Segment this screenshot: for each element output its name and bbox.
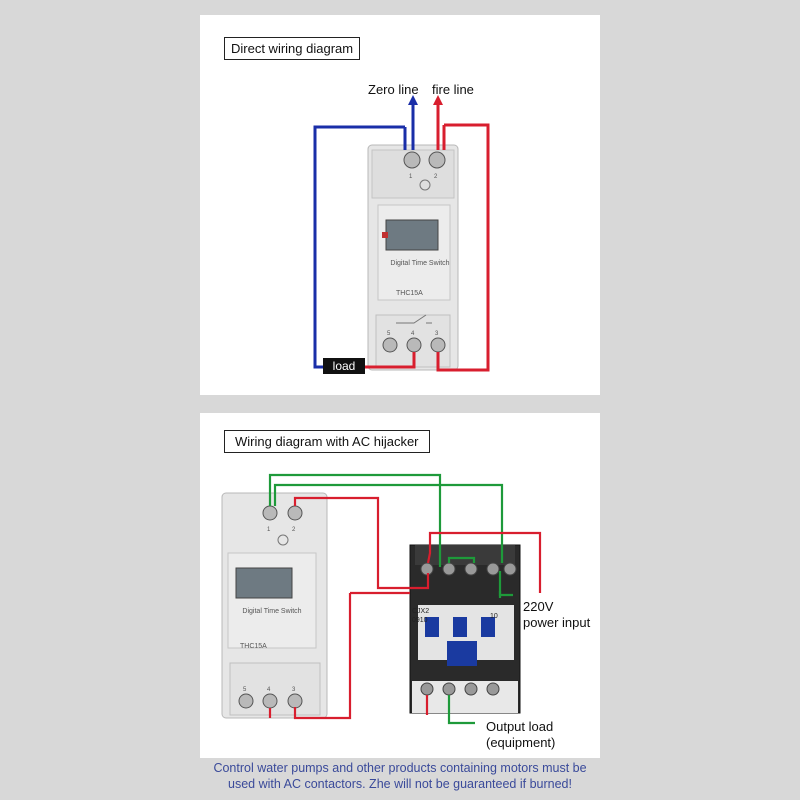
warning-footer: Control water pumps and other products c… [180, 760, 620, 792]
direct-wiring-title: Direct wiring diagram [224, 37, 361, 60]
terminal-4-label: 4 [267, 687, 271, 693]
contactor-model-line2: 0910 [412, 617, 428, 624]
ac-hijacker-panel: Wiring diagram with AC hijacker Digital … [200, 413, 600, 758]
load-to-terminal-4-wire [365, 352, 416, 369]
red-wire-power [426, 531, 542, 593]
zero-line-label: Zero line [368, 82, 419, 97]
terminal-screw [406, 337, 422, 353]
lcd-display [235, 567, 293, 599]
direct-wiring-svg: Digital Time Switch THC15A 1 2 5 4 3 [313, 95, 490, 372]
terminal-screw [382, 337, 398, 353]
time-switch-device: Digital Time Switch THC15A 1 2 5 4 3 [221, 492, 328, 719]
terminal-4-label: 4 [411, 331, 415, 337]
terminal-screw [238, 693, 254, 709]
power-label-text: power input [523, 615, 591, 630]
power-label-voltage: 220V [523, 599, 554, 614]
terminal-2-label: 2 [292, 527, 296, 533]
device-name-text: Digital Time Switch [242, 608, 301, 615]
direct-wiring-panel: Direct wiring diagram Zero line fire lin… [200, 15, 600, 395]
contactor-model-line1: CJX2 [412, 608, 429, 615]
fire-line-label: fire line [432, 82, 474, 97]
output-equipment-label: (equipment) [486, 735, 556, 750]
device-model-text: THC15A [396, 290, 423, 297]
warning-line-1: Control water pumps and other products c… [213, 761, 587, 775]
terminal-screw [262, 505, 278, 521]
time-switch-device: Digital Time Switch THC15A 1 2 5 4 3 [367, 144, 459, 371]
green-output-wire [447, 695, 475, 725]
coil-symbol [419, 179, 431, 191]
terminal-screw [287, 505, 303, 521]
terminal-5-label: 5 [387, 331, 391, 337]
terminal-1-label: 1 [267, 527, 271, 533]
terminal-3-label: 3 [292, 687, 296, 693]
red-wire-terminal-3 [293, 593, 352, 720]
ac-contactor: CJX2 0910 10 [409, 544, 521, 714]
wires [313, 95, 490, 372]
ac-hijacker-svg: Digital Time Switch THC15A 1 2 5 4 3 [221, 473, 542, 725]
load-label: load [323, 358, 365, 374]
device-name-text: Digital Time Switch [390, 260, 449, 267]
device-model-text: THC15A [240, 643, 267, 650]
terminal-5-label: 5 [243, 687, 247, 693]
green-wire-a2 [273, 483, 504, 563]
terminal-screw [287, 693, 303, 709]
warning-line-2: used with AC contactors. Zhe will not be… [228, 777, 572, 791]
terminal-2-label: 2 [434, 174, 438, 180]
contactor-rating: 10 [490, 613, 498, 620]
red-wire-l1 [293, 496, 430, 590]
coil-symbol [277, 534, 289, 546]
fire-to-terminal-3-wire [436, 123, 490, 372]
green-wire-a1 [268, 473, 442, 567]
neutral-to-load-wire [313, 125, 405, 369]
terminal-screw [430, 337, 446, 353]
terminal-1-label: 1 [409, 174, 413, 180]
ac-hijacker-title: Wiring diagram with AC hijacker [224, 430, 430, 453]
terminal-screw [428, 151, 446, 169]
terminal-screw [262, 693, 278, 709]
wires [268, 473, 542, 725]
output-load-label: Output load [486, 719, 554, 734]
terminal-screw [403, 151, 421, 169]
lcd-display [385, 219, 439, 251]
terminal-3-label: 3 [435, 331, 439, 337]
